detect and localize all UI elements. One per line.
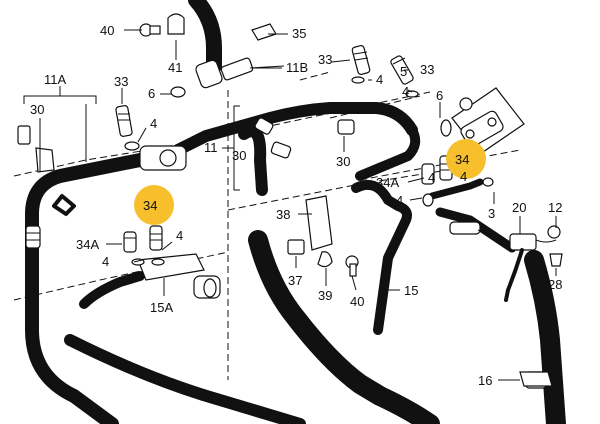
label-15: 15: [404, 283, 418, 298]
label-6-right: 6: [436, 88, 443, 103]
label-39: 39: [318, 288, 332, 303]
label-3: 3: [488, 206, 495, 221]
label-4-left: 4: [150, 116, 157, 131]
label-15a: 15A: [150, 300, 173, 315]
valve-33-left: [115, 105, 133, 137]
clip-16: [519, 225, 563, 387]
leader-lines: [23, 29, 557, 381]
label-30-center: 30: [336, 154, 350, 169]
hose-clamp: [25, 225, 41, 249]
label-33-left: 33: [114, 74, 128, 89]
label-40-bottom: 40: [350, 294, 364, 309]
pipe-11: [172, 102, 418, 196]
label-5: 5: [400, 64, 407, 79]
hose-coupling: [195, 59, 223, 89]
connector-left: [115, 105, 187, 171]
label-11b: 11B: [286, 60, 308, 75]
label-38: 38: [276, 207, 290, 222]
highlight-callout-right: [446, 139, 486, 179]
hose-15: [351, 180, 412, 335]
center-valve-parts: [337, 44, 419, 135]
label-4-mid-c: 4: [428, 170, 435, 185]
highlight-label-right: 34: [455, 152, 469, 167]
bracket-38: [287, 195, 359, 277]
callout-labels: 40 41 35 11B 6 11A 30 33 4 33 4 5 33 4 6…: [30, 23, 562, 388]
flange-block: [355, 87, 525, 181]
label-12: 12: [548, 200, 562, 215]
hose-11a: [25, 151, 157, 424]
label-4-low-b: 4: [176, 228, 183, 243]
label-33-right: 33: [420, 62, 434, 77]
label-30-left: 30: [30, 102, 44, 117]
highlight-label-left: 34: [143, 198, 157, 213]
label-11a: 11A: [44, 72, 66, 87]
label-16: 16: [478, 373, 492, 388]
label-4-mid-a: 4: [376, 72, 383, 87]
label-33-mid: 33: [318, 52, 332, 67]
label-4-right: 4: [460, 169, 467, 184]
label-6-top: 6: [148, 86, 155, 101]
label-4-mid-b: 4: [402, 84, 409, 99]
label-35: 35: [292, 26, 306, 41]
label-30-mid: 30: [232, 148, 246, 163]
highlight-callout-left: [134, 185, 174, 225]
label-34a-left: 34A: [76, 237, 99, 252]
label-34a-mid: 34A: [376, 175, 399, 190]
label-11: 11: [204, 140, 218, 155]
label-28: 28: [548, 277, 562, 292]
label-20: 20: [512, 200, 526, 215]
top-center-parts: [139, 13, 277, 98]
lower-main-hose: [64, 230, 566, 424]
label-4-mid-d: 4: [396, 193, 403, 208]
label-4-low-a: 4: [102, 254, 109, 269]
hose-20: [435, 207, 557, 302]
label-40-top: 40: [100, 23, 114, 38]
mid-right-fittings: [421, 155, 494, 207]
hose-upper-vertical: [188, 0, 285, 89]
connector-15a: [123, 225, 221, 299]
label-41: 41: [168, 60, 182, 75]
label-37: 37: [288, 273, 302, 288]
